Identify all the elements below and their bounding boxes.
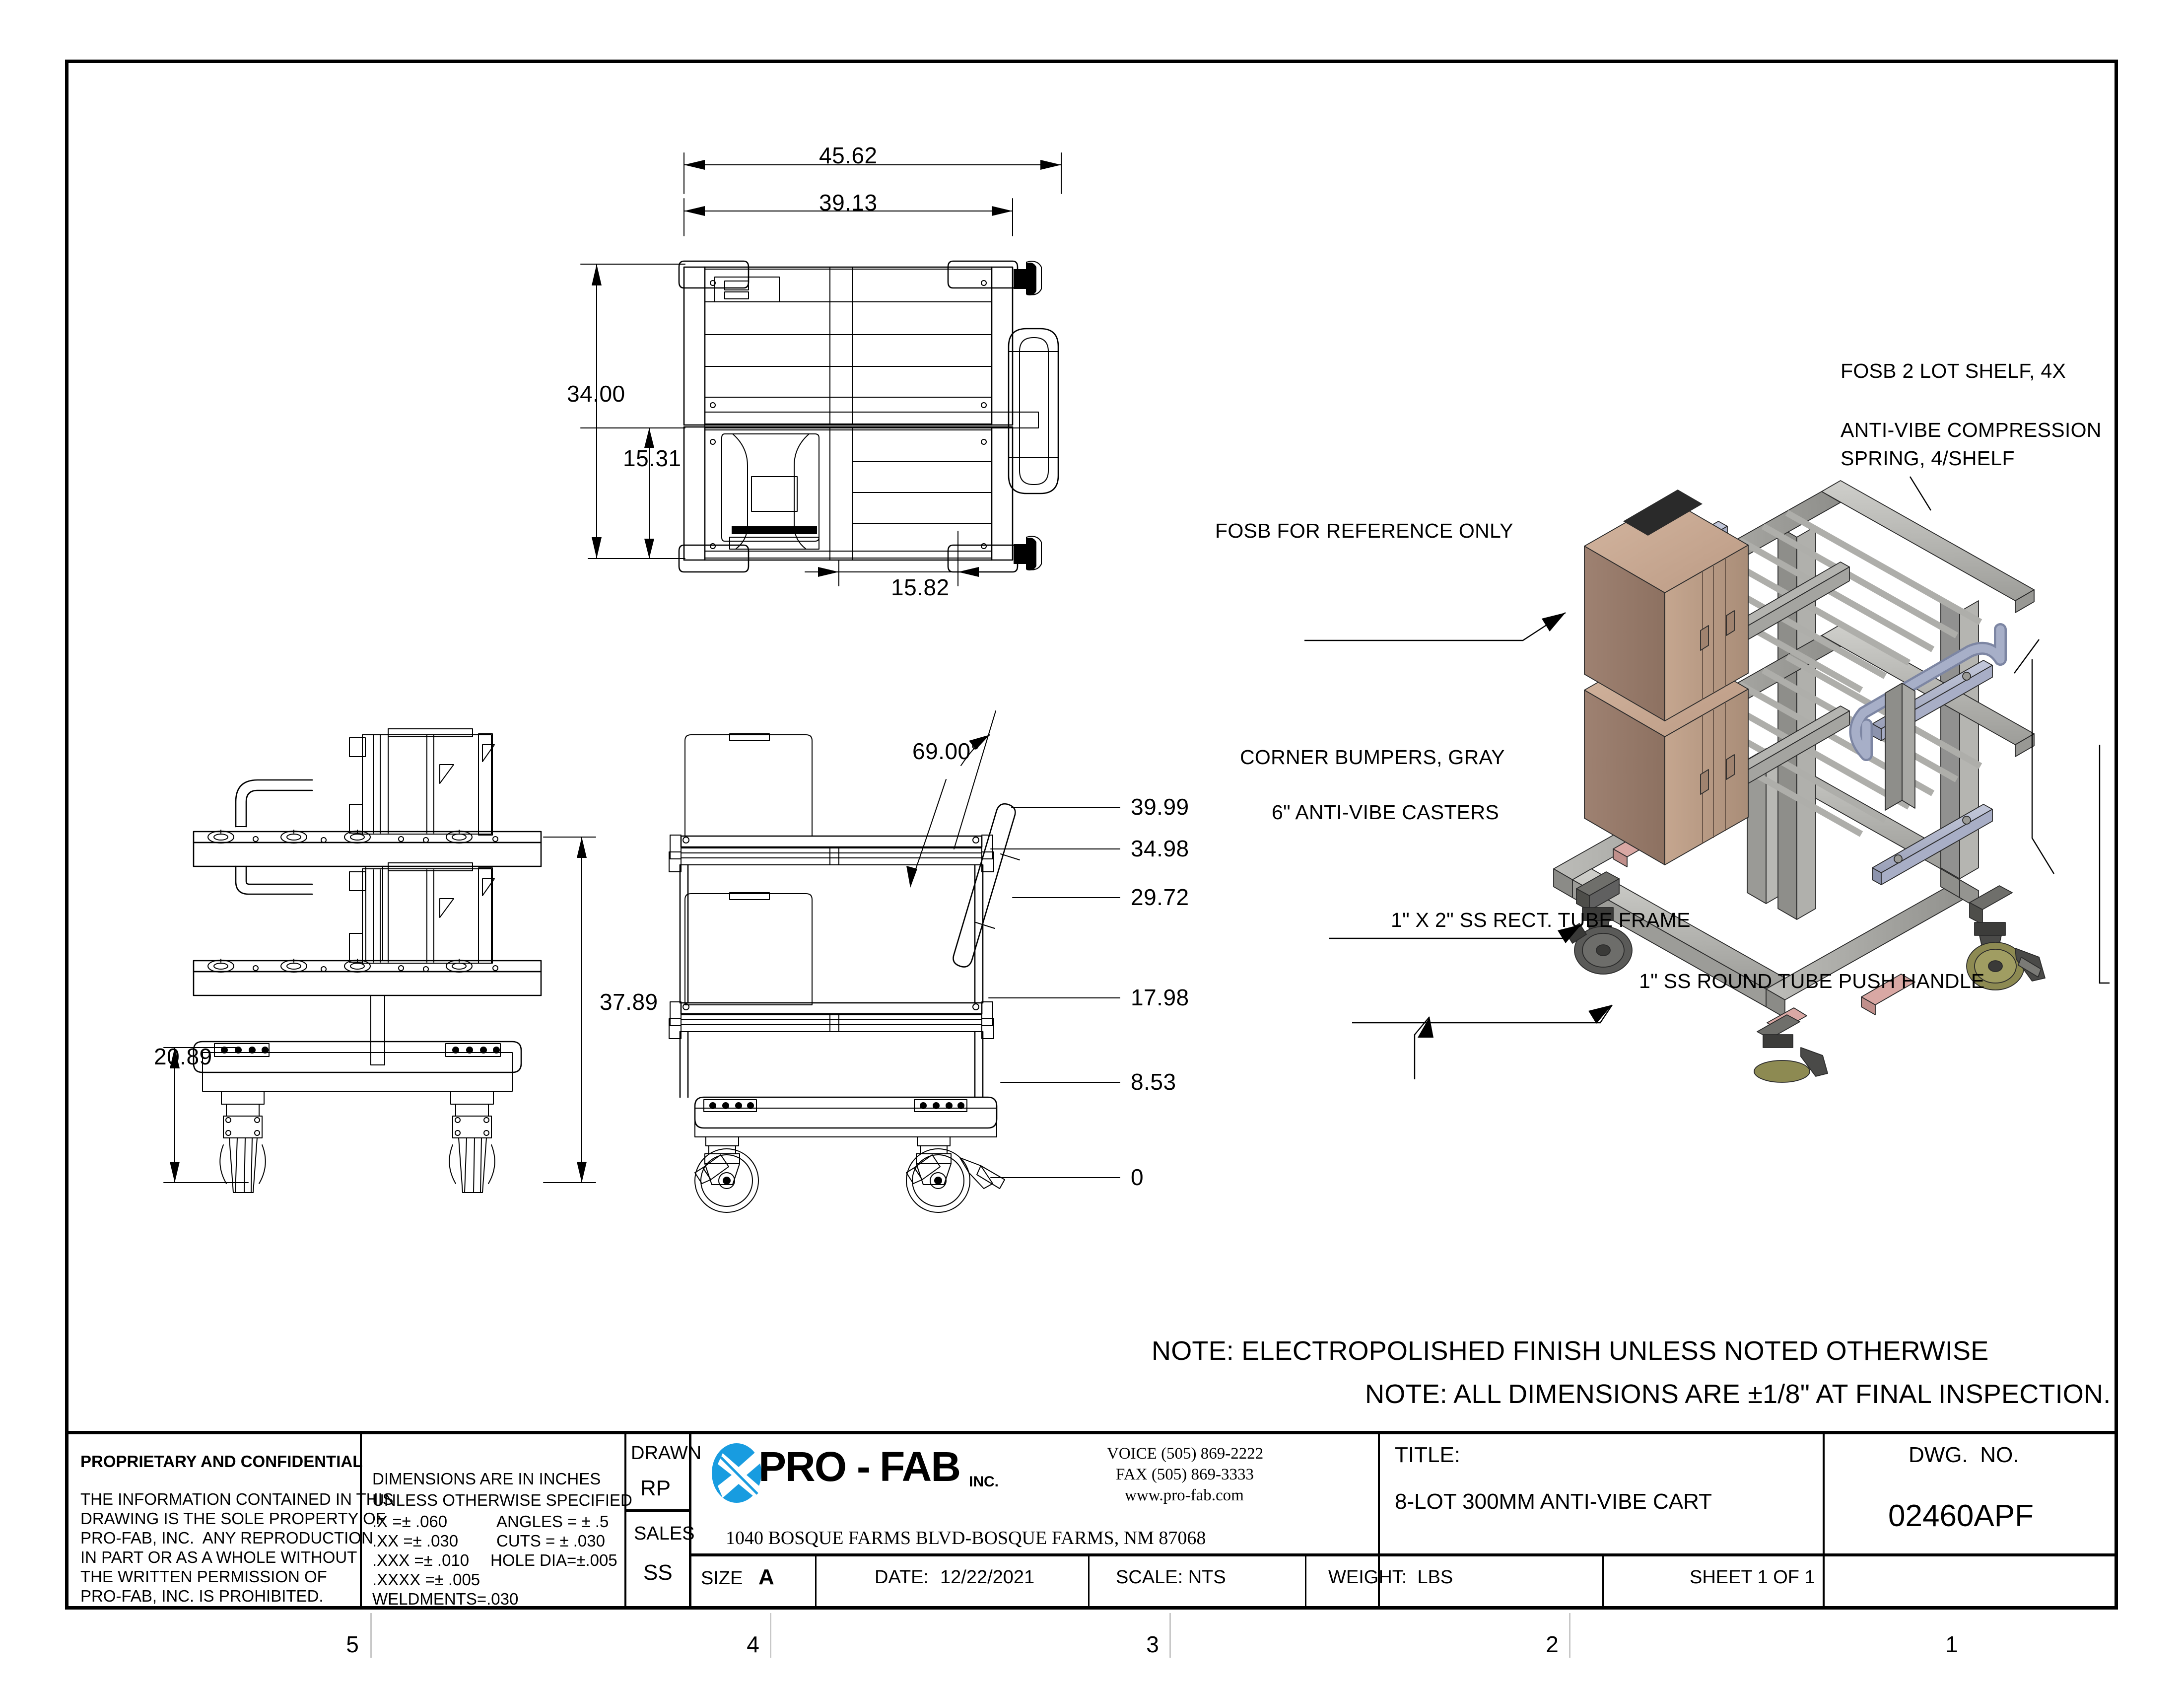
dim-34-00: 34.00 (567, 381, 625, 407)
field-size-label: SIZE (701, 1568, 743, 1589)
elev-8-53: 8.53 (1131, 1069, 1176, 1095)
title-block-top-rule (65, 1431, 2118, 1434)
top-view (561, 134, 1097, 596)
proprietary-line-1: THE INFORMATION CONTAINED IN THIS (80, 1490, 394, 1508)
note-tolerance: NOTE: ALL DIMENSIONS ARE ±1/8" AT FINAL … (1365, 1379, 2111, 1409)
field-size-value: A (758, 1565, 774, 1589)
field-sheet: SHEET 1 OF 1 (1690, 1567, 1815, 1588)
elev-29-72: 29.72 (1131, 884, 1189, 910)
zone-tick (370, 1613, 372, 1658)
logo-word-dash: - (857, 1443, 871, 1490)
tb-sep-2 (624, 1434, 626, 1610)
tb-approvals-divider (624, 1509, 691, 1512)
callout-push-handle: 1" SS ROUND TUBE PUSH HANDLE (1639, 970, 1985, 992)
iso-view (1304, 377, 2124, 1083)
approval-label-sales: SALES (634, 1523, 695, 1544)
dim-15-82: 15.82 (891, 574, 950, 600)
zone-tick (770, 1613, 771, 1658)
zone-tick (1169, 1613, 1171, 1658)
dwg-no-label: DWG. NO. (1909, 1443, 2019, 1467)
push-handle-leader (2099, 745, 2110, 984)
zone-label-2: 2 (1546, 1631, 1559, 1657)
company-voice: VOICE (505) 869-2222 (1107, 1445, 1264, 1463)
proprietary-heading: PROPRIETARY AND CONFIDENTIAL (80, 1452, 363, 1471)
field-weight: WEIGHT: LBS (1328, 1567, 1453, 1588)
zone-label-1: 1 (1945, 1631, 1958, 1657)
callout-casters: 6" ANTI-VIBE CASTERS (1272, 801, 1500, 824)
tb-sep-4 (1378, 1434, 1380, 1610)
field-date-label: DATE: (875, 1567, 929, 1588)
tb-sep-1 (360, 1434, 362, 1610)
tolerance-row-4-left: WELDMENTS=.030 (372, 1590, 519, 1608)
dim-39-13: 39.13 (819, 190, 878, 215)
callout-fosb-shelf: FOSB 2 LOT SHELF, 4X (1841, 359, 2066, 382)
callout-tube-frame: 1" X 2" SS RECT. TUBE FRAME (1391, 909, 1691, 931)
proprietary-line-3: PRO-FAB, INC. ANY REPRODUCTION (80, 1529, 373, 1547)
approval-value-sales: SS (643, 1560, 673, 1585)
title-value: 8-LOT 300MM ANTI-VIBE CART (1395, 1489, 1712, 1514)
elev-34-98: 34.98 (1131, 836, 1189, 861)
tolerance-row-3-left: .XXXX =± .005 (372, 1570, 480, 1589)
callout-spring-line2: SPRING, 4/SHELF (1841, 447, 2015, 470)
dim-37-89: 37.89 (600, 989, 658, 1015)
angle-69: 69.00° (912, 738, 980, 764)
tolerance-row-2-right: HOLE DIA=±.005 (490, 1551, 617, 1569)
dim-20-89: 20.89 (154, 1044, 212, 1069)
tolerance-header-1: DIMENSIONS ARE IN INCHES (372, 1470, 601, 1488)
tolerance-row-2-left: .XXX =± .010 (372, 1551, 470, 1569)
zone-label-3: 3 (1146, 1631, 1159, 1657)
approval-label-drawn: DRAWN (631, 1443, 702, 1464)
company-fax: FAX (505) 869-3333 (1116, 1466, 1254, 1483)
field-date-value: 12/22/2021 (940, 1567, 1035, 1588)
proprietary-line-2: DRAWING IS THE SOLE PROPERTY OF (80, 1509, 386, 1528)
tb-bottom-row-rule (689, 1553, 2118, 1556)
logo-word-inc: INC. (969, 1474, 999, 1490)
tolerance-row-1-right: CUTS = ± .030 (496, 1532, 605, 1550)
tb-bot-sep-4 (1602, 1556, 1604, 1610)
tb-sep-5 (1823, 1434, 1825, 1610)
dim-15-31: 15.31 (623, 445, 682, 471)
tb-sep-3 (689, 1434, 691, 1610)
zone-tick (1569, 1613, 1570, 1658)
proprietary-line-4: IN PART OR AS A WHOLE WITHOUT (80, 1548, 357, 1566)
tolerance-row-0-right: ANGLES = ± .5 (496, 1512, 609, 1531)
dim-45-62: 45.62 (819, 142, 878, 168)
zone-label-4: 4 (747, 1631, 759, 1657)
elev-0: 0 (1131, 1164, 1144, 1190)
callout-fosb-reference: FOSB FOR REFERENCE ONLY (1215, 519, 1513, 542)
elev-39-99: 39.99 (1131, 794, 1189, 820)
callout-spring-line1: ANTI-VIBE COMPRESSION (1841, 419, 2102, 441)
tb-bot-sep-3 (1305, 1556, 1306, 1610)
field-scale: SCALE: NTS (1116, 1567, 1226, 1588)
tb-bot-sep-1 (815, 1556, 817, 1610)
elev-17-98: 17.98 (1131, 985, 1189, 1010)
note-finish: NOTE: ELECTROPOLISHED FINISH UNLESS NOTE… (1152, 1336, 1989, 1366)
proprietary-line-5: THE WRITTEN PERMISSION OF (80, 1567, 327, 1586)
tolerance-row-0-left: .X =± .060 (372, 1512, 448, 1531)
callout-corner-bumpers: CORNER BUMPERS, GRAY (1240, 746, 1505, 769)
zone-label-5: 5 (346, 1631, 359, 1657)
front-view (665, 705, 1221, 1213)
dwg-no-value: 02460APF (1888, 1499, 2034, 1533)
tb-bot-sep-2 (1088, 1556, 1090, 1610)
logo-word-pro: PRO (758, 1443, 847, 1490)
side-view (149, 705, 596, 1193)
drawing-border (65, 60, 2118, 1610)
tolerance-header-2: UNLESS OTHERWISE SPECIFIED (372, 1491, 632, 1509)
approval-value-drawn: RP (640, 1476, 671, 1500)
proprietary-line-6: PRO-FAB, INC. IS PROHIBITED. (80, 1587, 324, 1605)
title-label: TITLE: (1395, 1443, 1461, 1467)
company-web: www.pro-fab.com (1125, 1486, 1244, 1504)
logo-word-fab: FAB (880, 1443, 961, 1490)
pro-fab-logo (710, 1442, 1097, 1504)
company-address: 1040 BOSQUE FARMS BLVD-BOSQUE FARMS, NM … (726, 1528, 1206, 1548)
tolerance-row-1-left: .XX =± .030 (372, 1532, 459, 1550)
